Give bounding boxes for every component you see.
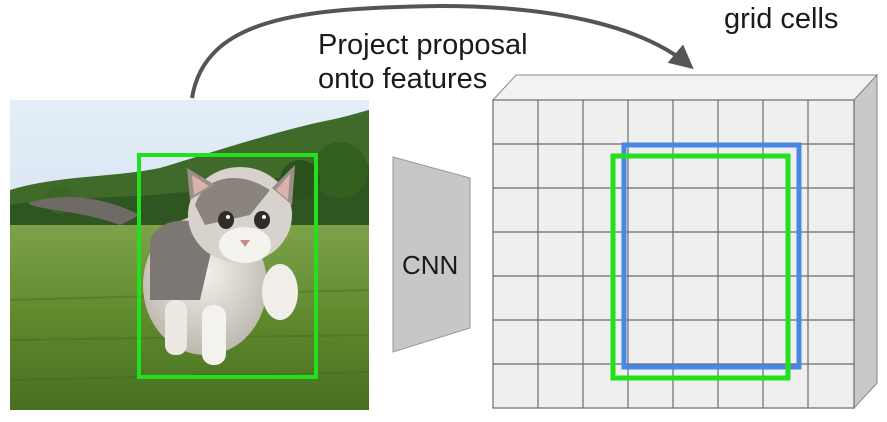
feature-map-top-face [491,74,879,101]
projected-proposal-box [621,142,802,370]
feature-map-side-face [853,73,878,410]
kitten-photo [10,100,369,410]
feature-grid-cells [493,100,854,408]
cnn-label: CNN [402,250,459,280]
proposal-box [137,153,318,379]
projection-arrow [190,3,694,99]
cnn-block [392,156,471,353]
grid-cells-label: grid cells [724,3,839,35]
project-proposal-label-line-1: Project proposal [318,29,528,61]
snapped-proposal-box [610,153,791,381]
project-proposal-label-line-2: onto features [318,63,488,95]
